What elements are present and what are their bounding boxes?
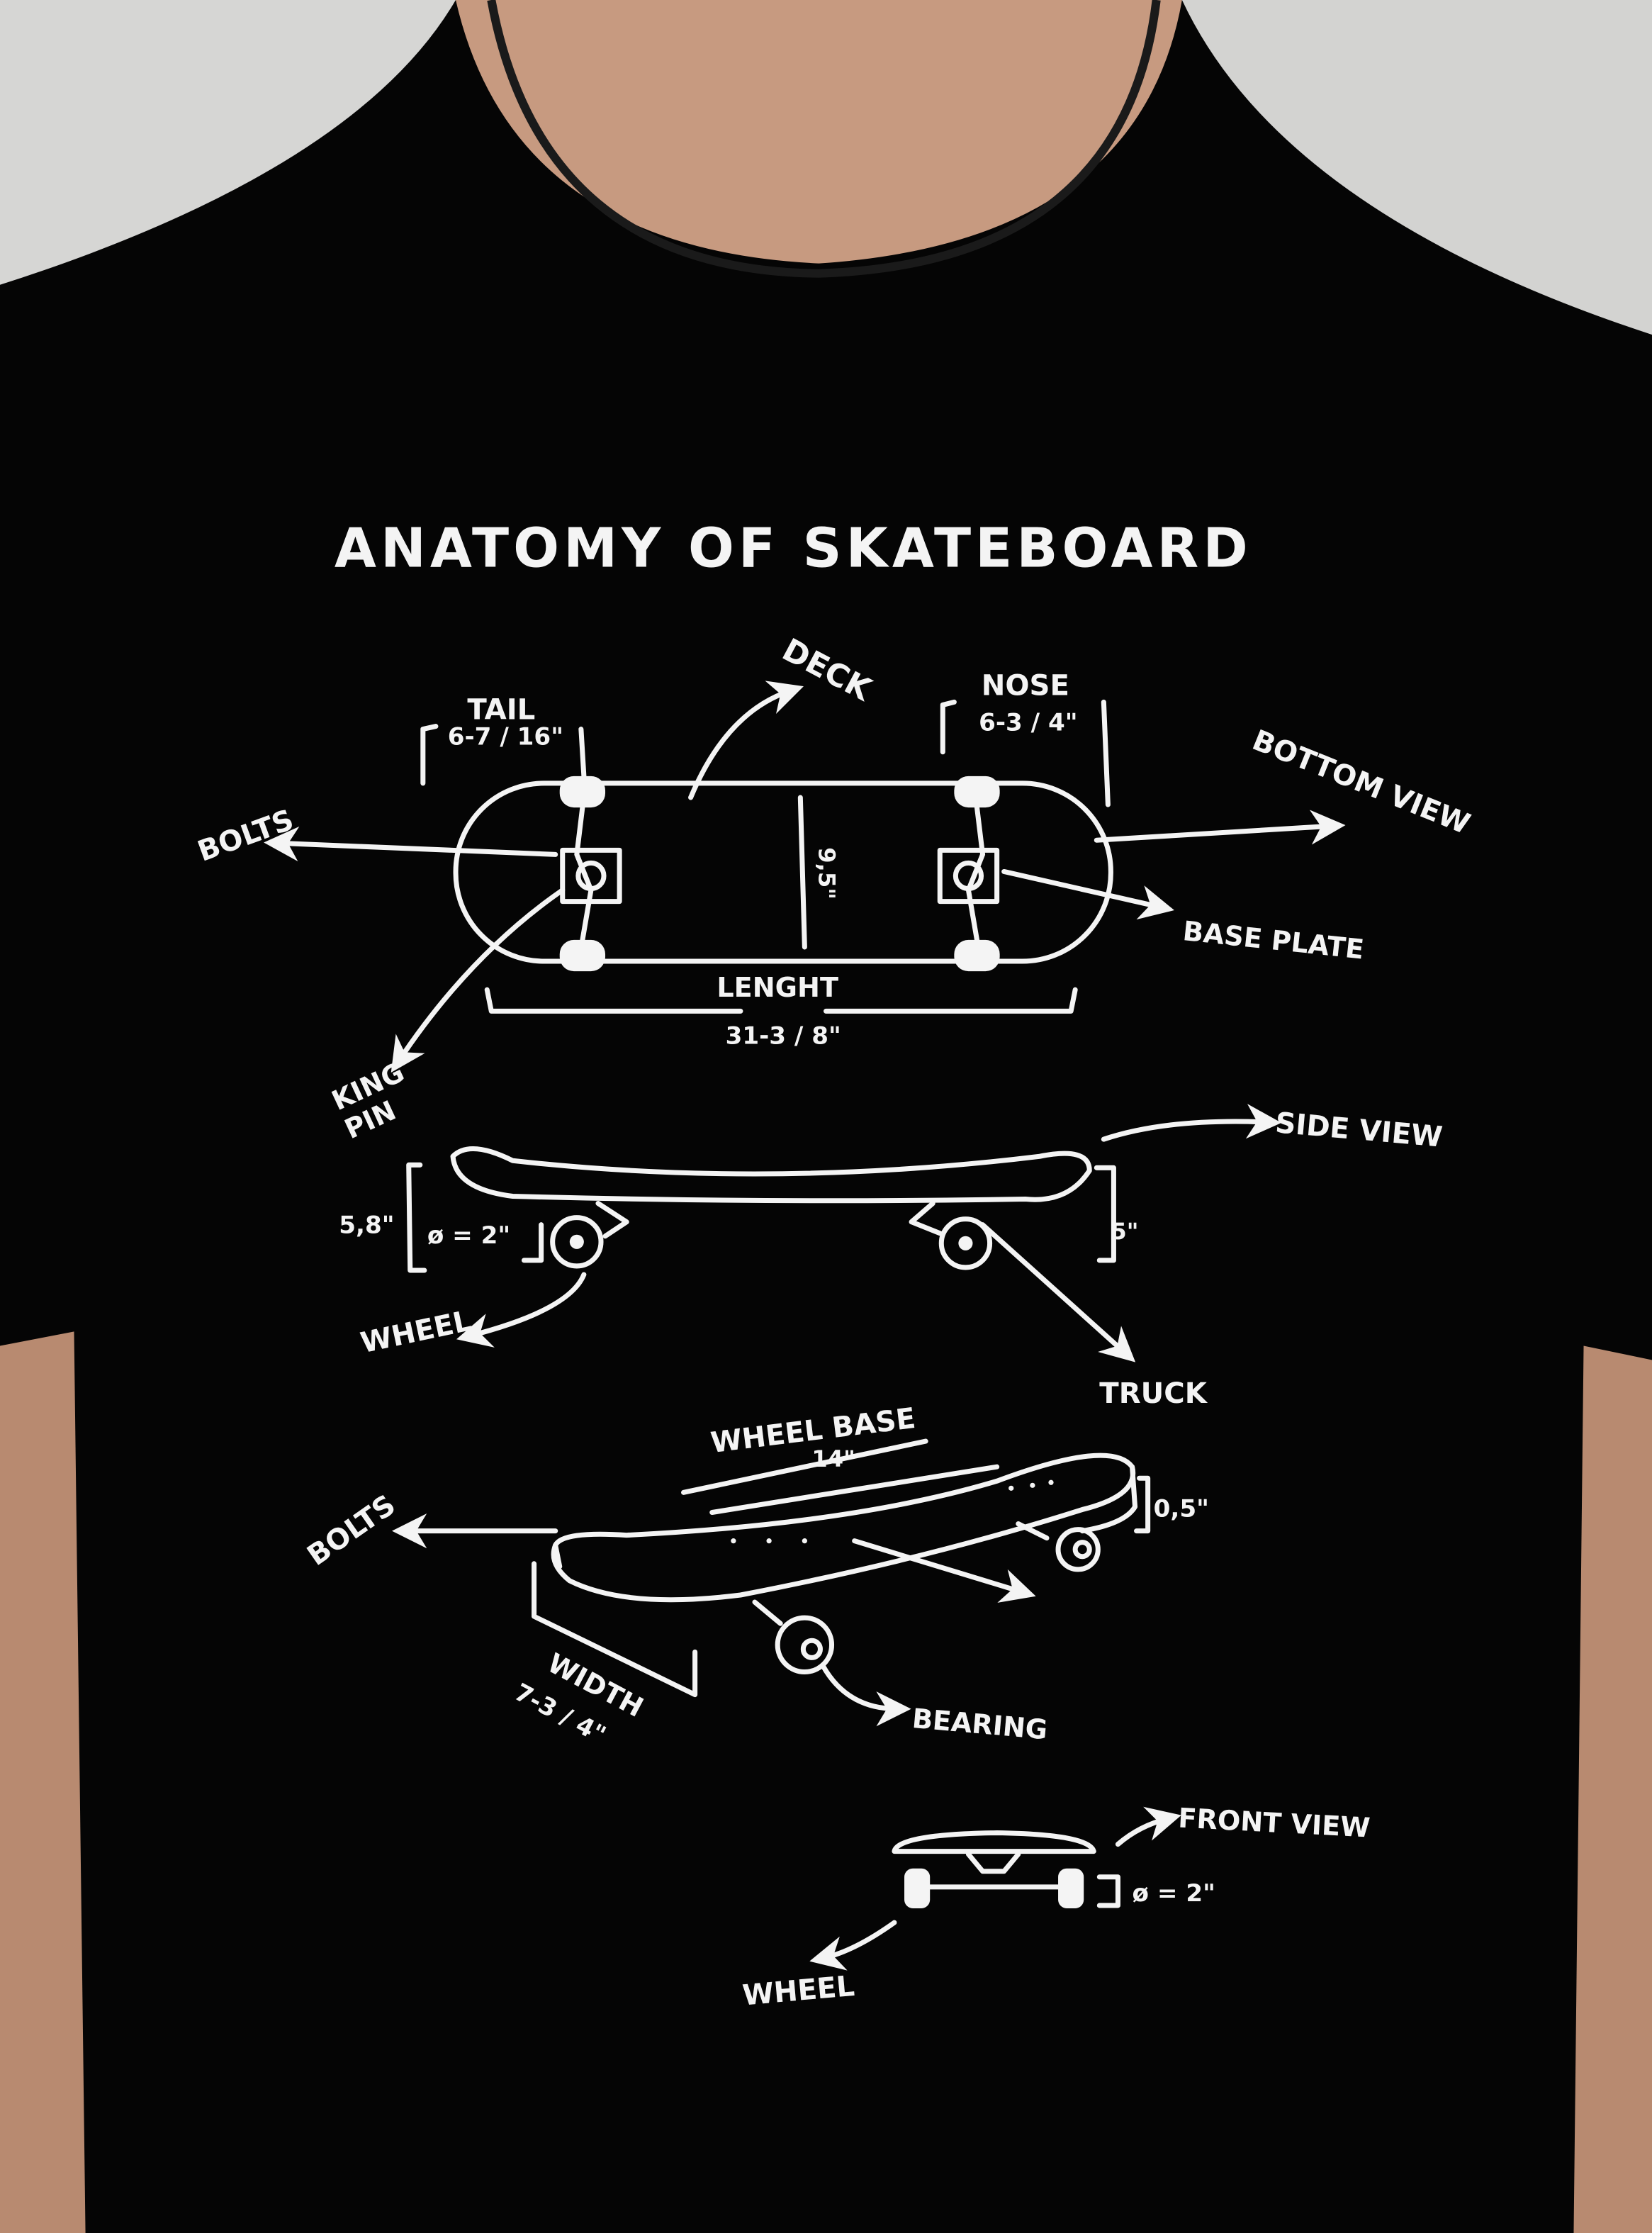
left-arm bbox=[0, 1331, 86, 2233]
side-height: 5,8" bbox=[339, 1211, 394, 1240]
bottom-view-diagram bbox=[264, 681, 1346, 1073]
collar bbox=[487, 0, 1161, 278]
wall-right bbox=[1181, 0, 1652, 335]
neck-skin bbox=[456, 0, 1182, 264]
wheel-base-size: 14" bbox=[811, 1445, 855, 1472]
tail-size: 6-7 / 16" bbox=[448, 723, 563, 751]
nose-size: 6-3 / 4" bbox=[979, 709, 1077, 737]
tail-label: TAIL bbox=[467, 694, 535, 727]
front-wheel-dia: ø = 2" bbox=[1133, 1879, 1215, 1908]
print-title: ANATOMY OF SKATEBOARD bbox=[335, 517, 1252, 581]
length-label: LENGHT bbox=[717, 973, 838, 1004]
wall-left bbox=[0, 0, 456, 285]
side-height-right: 5" bbox=[1111, 1218, 1138, 1245]
side-wheel-dia: ø = 2" bbox=[427, 1221, 510, 1250]
perspective-diagram bbox=[392, 1438, 1151, 1727]
side-view-diagram bbox=[406, 1104, 1282, 1362]
deck-width: 9,5" bbox=[813, 847, 840, 900]
front-view-diagram bbox=[809, 1806, 1181, 1971]
nose-label: NOSE bbox=[982, 669, 1069, 702]
right-arm bbox=[1573, 1345, 1652, 2233]
truck-label: TRUCK bbox=[1099, 1377, 1208, 1410]
length-size: 31-3 / 8" bbox=[726, 1022, 841, 1051]
thickness-label: 0,5" bbox=[1154, 1495, 1209, 1523]
